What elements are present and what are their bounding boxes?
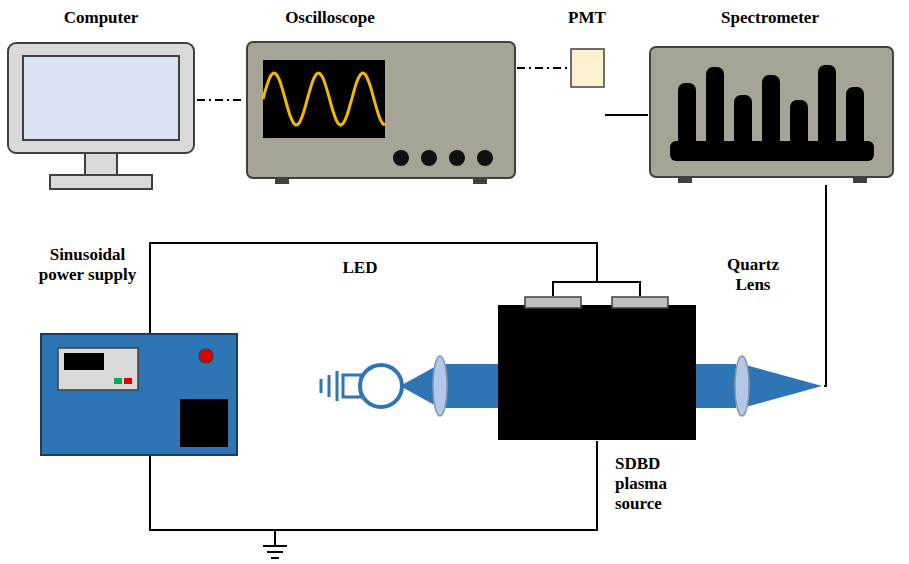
transmitted-beam [696, 364, 736, 408]
device-label: Oscilloscope [255, 8, 405, 28]
signal-cable [197, 99, 245, 101]
device-label: Spectrometer [645, 8, 895, 28]
wire [605, 114, 648, 116]
computer: Computer [5, 8, 200, 193]
collimating-lens [433, 356, 447, 416]
led: LED [300, 258, 415, 418]
spectrometer: Spectrometer [645, 8, 900, 188]
ground-symbol [263, 530, 287, 558]
device-label: PMT [562, 8, 612, 28]
sdbd-plasma-source: SDBD plasma source [497, 296, 697, 511]
quartz-lens: Quartz Lens [722, 255, 832, 425]
computer-icon [5, 40, 197, 193]
pmt-icon [570, 48, 605, 88]
power-supply: Sinusoidal power supply [5, 243, 240, 458]
quartz-lens-icon [732, 353, 824, 419]
led-icon [305, 353, 405, 418]
wire [824, 185, 826, 386]
power-supply-icon [40, 333, 238, 456]
spectrometer-icon [648, 45, 895, 185]
oscilloscope: Oscilloscope [245, 8, 517, 184]
pmt: PMT [562, 8, 612, 93]
device-label: Computer [5, 8, 197, 28]
device-label: Quartz Lens [722, 255, 784, 295]
oscilloscope-icon [245, 40, 517, 186]
collimated-beam [440, 364, 498, 408]
signal-cable [517, 67, 570, 69]
device-label: Sinusoidal power supply [25, 245, 150, 285]
sdbd-plasma-source-icon [497, 296, 697, 441]
device-label: SDBD plasma source [615, 454, 685, 514]
device-label: LED [330, 258, 390, 278]
